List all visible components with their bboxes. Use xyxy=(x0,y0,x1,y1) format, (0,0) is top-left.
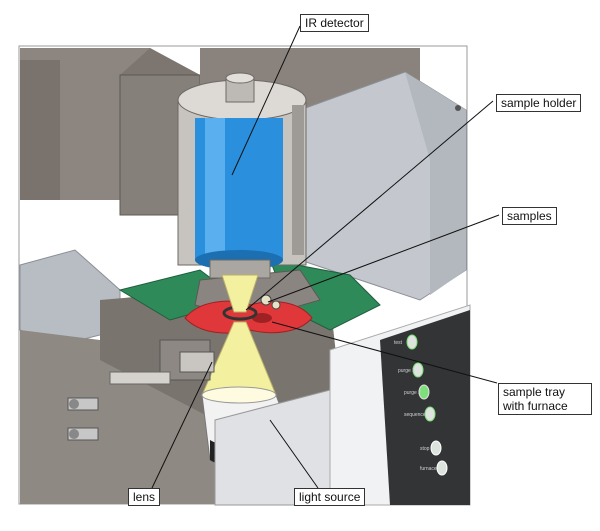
panel-button-purge2[interactable] xyxy=(418,384,430,400)
leader-sample-holder xyxy=(245,100,494,311)
panel-button-sequence[interactable] xyxy=(424,406,436,422)
panel-button-furnace[interactable] xyxy=(436,460,448,476)
panel-button-test[interactable] xyxy=(406,334,418,350)
lens xyxy=(179,351,215,373)
label-sample-holder: sample holder xyxy=(496,94,582,112)
leader-ir-detector xyxy=(231,25,301,176)
leader-lines xyxy=(151,25,500,489)
detector-highlight xyxy=(205,118,225,260)
label-sample-tray-line1: sample tray xyxy=(503,385,566,399)
light-source-aperture xyxy=(201,386,277,404)
side-tube xyxy=(109,371,171,385)
tray-slot xyxy=(252,313,272,323)
sample-1 xyxy=(260,294,272,306)
screw xyxy=(455,105,461,111)
control-panel xyxy=(380,310,470,505)
label-samples: samples xyxy=(502,207,557,225)
leader-light-source xyxy=(269,419,319,489)
label-ir-detector: IR detector xyxy=(300,14,369,32)
label-lens: lens xyxy=(128,488,161,506)
detector-hinge xyxy=(292,105,304,255)
left-panel xyxy=(20,60,60,200)
panel-label-stop: stop xyxy=(420,446,430,452)
panel-button-stop[interactable] xyxy=(430,440,442,456)
label-sample-tray-line2: with furnace xyxy=(503,399,568,413)
panel-label-furnace: furnace xyxy=(420,466,437,472)
leader-sample-tray xyxy=(271,321,498,384)
label-light-source: light source xyxy=(294,488,366,506)
leader-samples xyxy=(267,214,500,303)
leader-lens xyxy=(151,361,213,489)
panel-label-sequence: sequence xyxy=(404,412,426,418)
fitting-nut-2 xyxy=(69,429,79,439)
sample-2 xyxy=(271,300,281,310)
panel-button-group: test purge 1 purge 2 sequence stop furna… xyxy=(394,334,448,476)
panel-label-purge1: purge 1 xyxy=(398,368,415,374)
upper-light-beam xyxy=(221,274,259,313)
detector-knob-top xyxy=(225,72,255,84)
panel-button-purge1[interactable] xyxy=(412,362,424,378)
fitting-nut-1 xyxy=(69,399,79,409)
right-housing-side xyxy=(405,72,466,295)
panel-label-test: test xyxy=(394,340,403,346)
label-sample-tray: sample tray with furnace xyxy=(498,383,592,415)
panel-label-purge2: purge 2 xyxy=(404,390,421,396)
